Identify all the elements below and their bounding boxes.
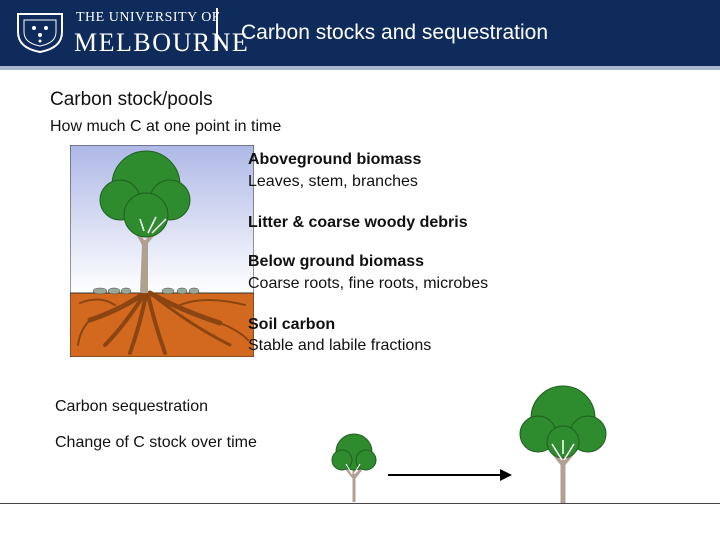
stock-heading: Carbon stock/pools xyxy=(50,89,213,110)
small-tree-icon xyxy=(331,433,377,502)
bottom-rule xyxy=(0,503,720,504)
tree-illustration xyxy=(70,145,254,357)
header-divider xyxy=(216,8,218,50)
pool-title-soil: Soil carbon xyxy=(248,316,336,333)
university-crest-icon xyxy=(17,13,63,54)
stock-subheading: How much C at one point in time xyxy=(50,118,282,135)
university-name-big: MELBOURNE xyxy=(74,28,250,57)
header-bar: THE UNIVERSITY OF MELBOURNE Carbon stock… xyxy=(0,0,720,66)
sequestration-subheading: Change of C stock over time xyxy=(55,434,257,451)
arrow-right-icon xyxy=(388,469,512,481)
pool-detail-belowground: Coarse roots, fine roots, microbes xyxy=(248,275,489,292)
large-tree-icon xyxy=(519,385,607,504)
pool-detail-soil: Stable and labile fractions xyxy=(248,337,432,354)
header-underline xyxy=(0,66,720,70)
slide-title: Carbon stocks and sequestration xyxy=(241,21,549,44)
university-name-small: THE UNIVERSITY OF xyxy=(76,10,221,25)
pool-detail-aboveground: Leaves, stem, branches xyxy=(248,173,418,190)
pool-title-litter: Litter & coarse woody debris xyxy=(248,214,468,231)
pool-title-belowground: Below ground biomass xyxy=(248,253,425,270)
pool-title-aboveground: Aboveground biomass xyxy=(248,151,422,168)
sequestration-heading: Carbon sequestration xyxy=(55,398,208,415)
